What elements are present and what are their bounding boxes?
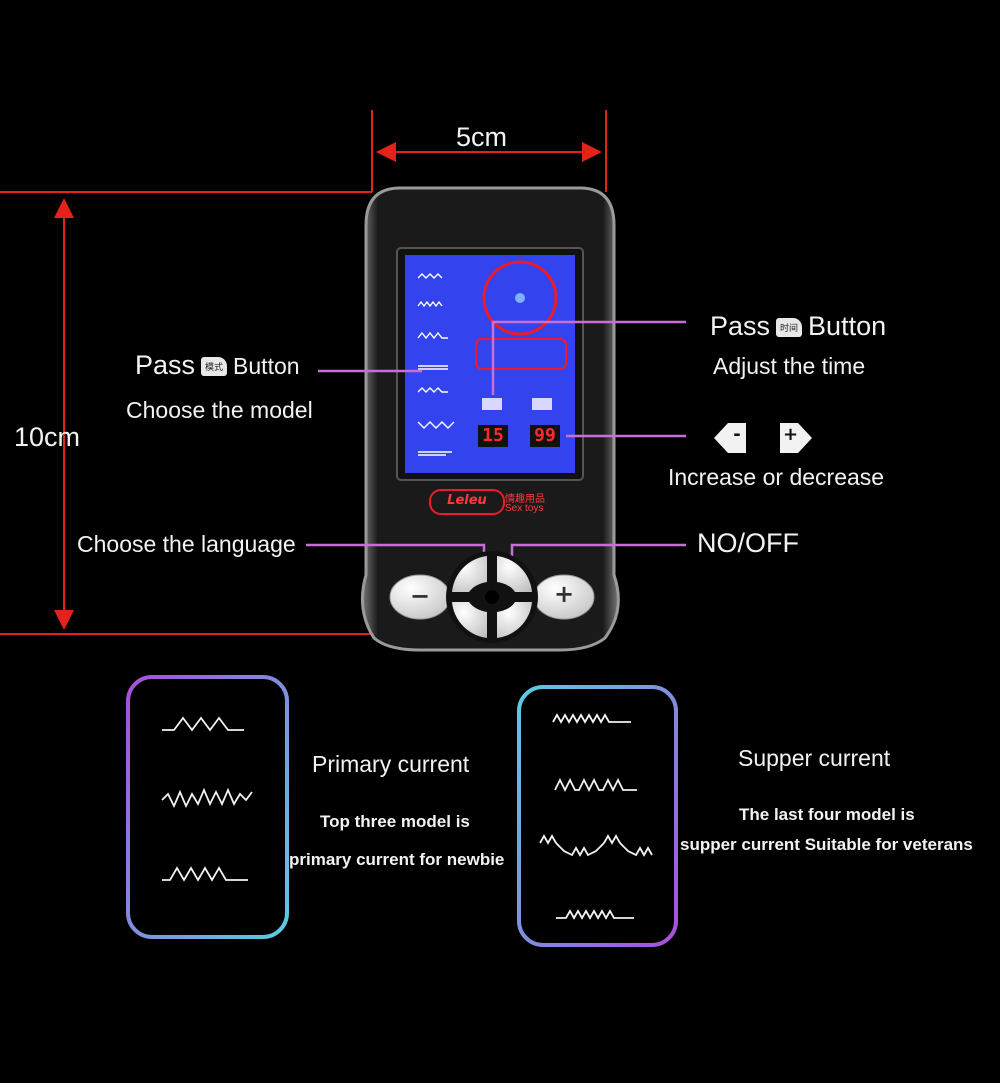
supper-waveforms [539,713,653,920]
screen-time-right: 99 [530,425,560,447]
primary-desc-line2: primary current for newbie [289,850,505,869]
primary-wave-1 [162,716,244,732]
supper-wave-4 [556,909,634,920]
left-pass-sub: Choose the model [126,397,313,423]
supper-wave-3 [539,834,653,857]
left-pass-suffix: Button [233,353,300,379]
screen-tag-left [482,398,502,410]
primary-box [126,675,289,939]
primary-title: Primary current [312,751,470,777]
minus-arrow-label: - [733,424,741,445]
height-label: 10cm [14,422,81,452]
right-pass-sub: Adjust the time [713,353,866,379]
minus-arrow-icon [714,423,746,453]
power-label: NO/OFF [697,528,799,558]
supper-wave-1 [552,713,631,724]
brand-sub: Sex toys [505,503,544,514]
plus-arrow-label: + [783,424,799,445]
primary-wave-2 [161,787,253,809]
supper-desc-line1: The last four model is [739,805,915,824]
supper-box [517,685,678,947]
primary-desc-line1: Top three model is [320,812,470,831]
supper-title: Supper current [738,745,891,771]
right-pass-suffix: Button [808,311,887,341]
device-plus-button[interactable]: + [553,580,575,608]
device-minus-button[interactable]: − [409,582,431,610]
screen-time-left: 15 [478,425,508,447]
language-label: Choose the language [77,531,296,557]
plus-arrow-icon [780,423,812,453]
adjust-text: Increase or decrease [668,464,885,490]
supper-wave-2 [554,777,637,793]
screen-tag-right [532,398,552,410]
brand-logo: Leleu [447,493,487,508]
brand-text-cn: 情趣用品 [505,494,545,505]
primary-wave-3 [162,866,248,882]
screen-mode-waves [417,273,455,456]
brand-logo-frame [429,489,505,515]
adjust-arrows [714,423,812,453]
left-pass-word: Pass [135,350,196,380]
time-chip: 时间 [776,318,803,338]
intensity-center [515,293,525,303]
intensity-ring [482,260,558,336]
width-label: 5cm [456,122,508,152]
right-pass-word: Pass [710,311,771,341]
primary-waveforms [161,716,253,882]
screen-logo-box [475,338,567,370]
mode-chip: 模式 [201,357,228,377]
supper-desc-line2: supper current Suitable for veterans [680,835,973,854]
